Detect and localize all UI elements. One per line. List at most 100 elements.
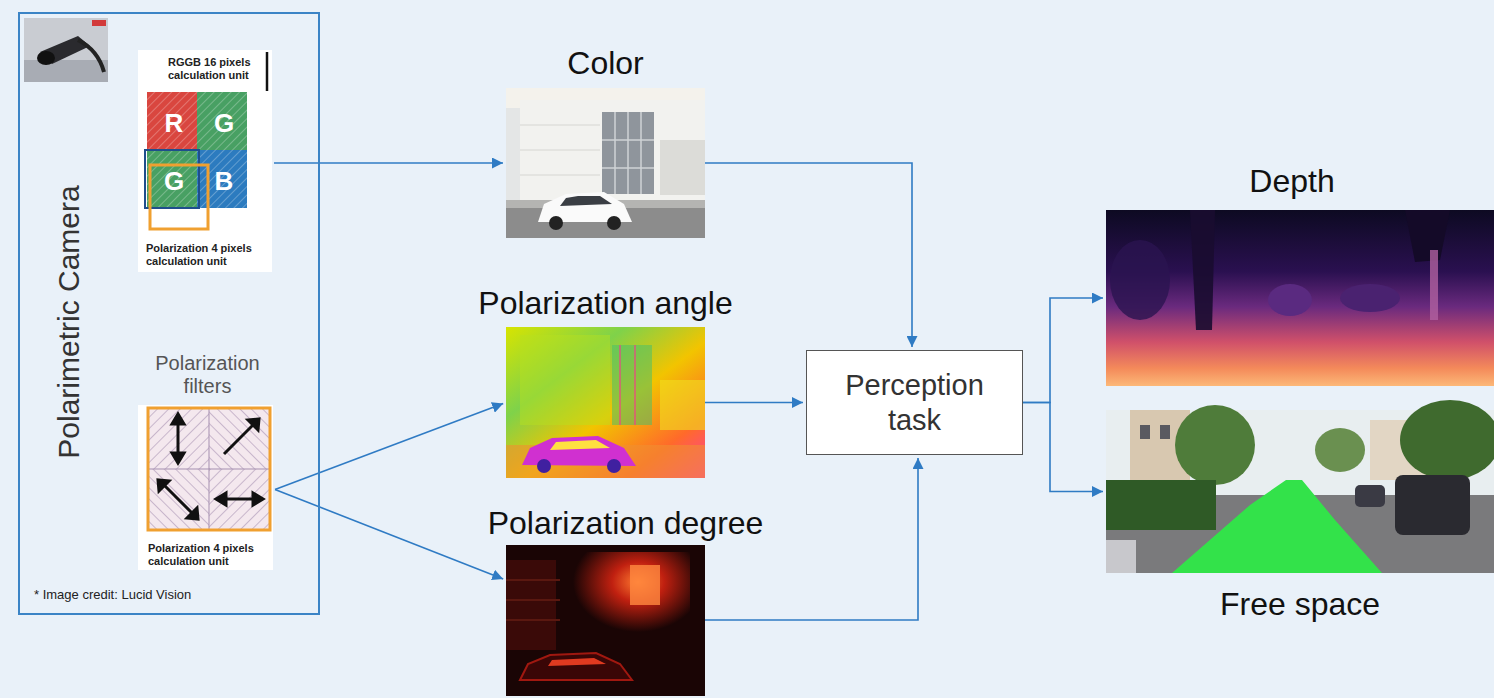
image-panel: Polarization degree bbox=[506, 545, 705, 696]
color-photo-part bbox=[660, 140, 705, 195]
color-photo-part bbox=[560, 196, 612, 206]
free-space-image-part bbox=[1315, 428, 1365, 472]
rggb-pixel-figure bbox=[138, 50, 272, 272]
color-photo-part bbox=[520, 175, 600, 176]
image-panel: Color bbox=[506, 88, 705, 238]
free-space-image-part bbox=[1160, 425, 1170, 439]
polarization-degree-image-part bbox=[506, 545, 705, 696]
image-heading: Color bbox=[567, 44, 643, 82]
depth-map-image-part bbox=[1110, 240, 1170, 320]
pixel-letter: B bbox=[199, 152, 249, 210]
polarization-filter-figure-part-part bbox=[187, 508, 198, 519]
color-photo-part bbox=[640, 112, 642, 194]
polarization-filter-figure-part-part bbox=[163, 484, 194, 515]
color-photo-part bbox=[520, 100, 705, 205]
polarization-angle-image bbox=[506, 327, 705, 478]
polarization-filter-figure-part bbox=[148, 469, 209, 530]
polarization-filter-figure bbox=[138, 405, 273, 570]
polarization-filter-figure-part-part bbox=[158, 480, 169, 491]
camera-photo-part bbox=[24, 18, 108, 82]
image-heading: Free space bbox=[1220, 585, 1380, 623]
polarization-angle-image-part bbox=[634, 345, 636, 425]
depth-map-image-part bbox=[1405, 210, 1450, 262]
color-photo-part bbox=[602, 139, 654, 141]
depth-map-image-part bbox=[1268, 284, 1312, 316]
process-label: Perception task bbox=[832, 368, 997, 438]
color-photo-part bbox=[520, 150, 600, 151]
figure-caption: RGGB 16 pixels calculation unit bbox=[168, 56, 268, 82]
free-space-image bbox=[1106, 400, 1494, 573]
polarization-filter-figure-part bbox=[209, 408, 270, 469]
polarization-degree-image-part bbox=[506, 560, 556, 650]
polarization-filter-figure-part-part bbox=[172, 453, 184, 463]
image-heading: Depth bbox=[1249, 162, 1334, 200]
pixel-letter: G bbox=[149, 152, 199, 210]
flow-arrow bbox=[705, 163, 912, 347]
polarization-filter-figure-part-part bbox=[172, 414, 184, 424]
depth-map-image-part bbox=[1106, 210, 1494, 386]
flow-arrow bbox=[274, 162, 503, 164]
polarization-filter-figure-part bbox=[148, 469, 209, 530]
polarization-degree-image-part bbox=[520, 653, 632, 680]
polarization-filter-figure-part bbox=[209, 469, 270, 530]
polarization-degree-image-part bbox=[506, 599, 560, 601]
polarization-filter-figure-part-part bbox=[253, 493, 263, 505]
polarization-filter-figure-part bbox=[158, 414, 263, 519]
polarization-angle-image-part bbox=[520, 335, 610, 425]
image-panel: Polarization angle bbox=[506, 327, 705, 478]
free-space-image-part bbox=[1106, 480, 1216, 530]
polarization-filter-figure-part bbox=[209, 469, 270, 530]
color-photo-part bbox=[506, 88, 705, 238]
polarization-degree-image-part bbox=[560, 552, 690, 652]
depth-map-image-part bbox=[1190, 210, 1215, 330]
camera-photo-part bbox=[37, 51, 55, 65]
polarization-filter-figure-part bbox=[148, 408, 270, 530]
polarization-angle-image-part bbox=[537, 459, 551, 473]
figure-caption: Polarization 4 pixels calculation unit bbox=[148, 542, 262, 568]
polarization-filter-figure-part-part bbox=[224, 423, 255, 454]
pixel-letter: R bbox=[149, 94, 199, 152]
free-space-image-part bbox=[1395, 475, 1470, 535]
figure-title: Polarization filters bbox=[140, 352, 275, 398]
pixel-letter: G bbox=[199, 94, 249, 152]
color-photo-part bbox=[627, 112, 629, 194]
camera-photo bbox=[24, 18, 108, 82]
polarization-angle-image-part bbox=[607, 459, 621, 473]
free-space-image-part bbox=[1175, 405, 1255, 485]
polarization-filter-figure-part-part bbox=[177, 420, 180, 457]
process-box: Perception task bbox=[806, 350, 1023, 455]
image-panel: Free space bbox=[1106, 410, 1494, 573]
flow-arrow bbox=[705, 402, 803, 404]
color-photo-part bbox=[607, 216, 621, 230]
color-photo-part bbox=[614, 112, 616, 194]
polarization-angle-image-part bbox=[612, 345, 652, 425]
camera-photo-part bbox=[92, 20, 106, 26]
rggb-pixel-figure-part bbox=[266, 52, 269, 91]
flow-arrow bbox=[275, 490, 503, 579]
figure-caption: Polarization 4 pixels calculation unit bbox=[146, 242, 260, 268]
polarization-angle-image-part bbox=[660, 380, 705, 430]
polarization-filter-figure-part bbox=[138, 405, 273, 570]
color-photo bbox=[506, 88, 705, 238]
camera-photo-part bbox=[78, 40, 104, 72]
polarization-filter-figure-part bbox=[148, 469, 270, 470]
depth-map-image-part bbox=[1340, 284, 1400, 312]
image-credit: * Image credit: Lucid Vision bbox=[34, 587, 191, 603]
polarization-filter-figure-part-part bbox=[248, 419, 259, 430]
image-panel: Depth bbox=[1106, 210, 1494, 386]
image-heading: Polarization degree bbox=[488, 504, 764, 542]
filter-figure: Polarization filtersPolarization 4 pixel… bbox=[140, 407, 275, 572]
polarization-filter-figure-part bbox=[148, 408, 209, 469]
camera-photo-part bbox=[24, 60, 108, 82]
flow-arrow bbox=[1023, 403, 1103, 492]
free-space-image-part bbox=[1355, 485, 1385, 507]
polarization-filter-figure-part bbox=[148, 408, 209, 469]
depth-map-image bbox=[1106, 210, 1494, 386]
free-space-image-part bbox=[1400, 400, 1494, 480]
color-photo-part bbox=[602, 167, 654, 169]
polarization-degree-image bbox=[506, 545, 705, 696]
flow-arrow bbox=[1023, 298, 1103, 403]
free-space-image-part bbox=[1172, 480, 1382, 573]
flow-arrow bbox=[275, 404, 503, 490]
